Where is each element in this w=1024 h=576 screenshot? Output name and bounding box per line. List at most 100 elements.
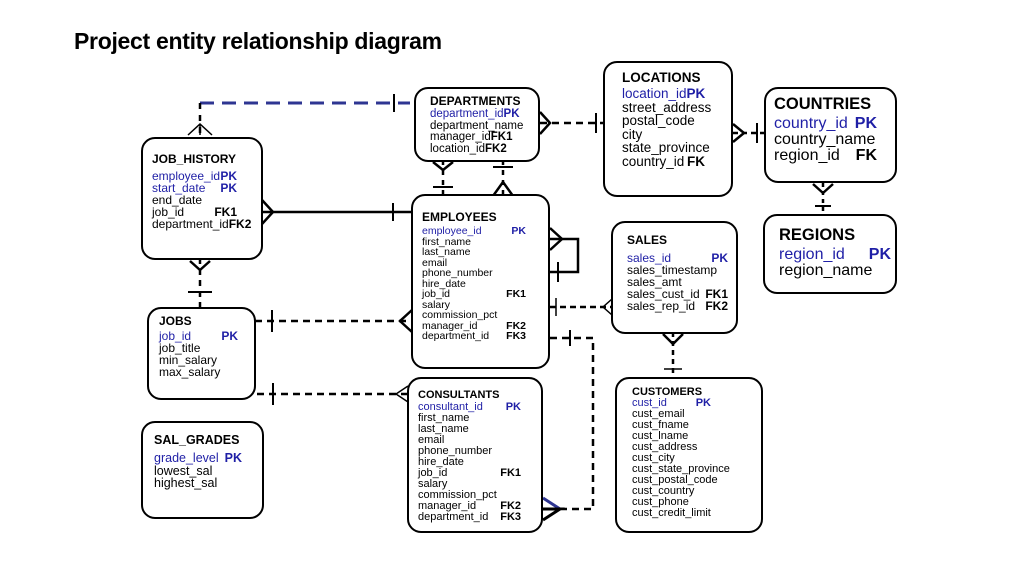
entity-field: department_name [430,119,538,133]
entity-field: salary [422,298,548,311]
entity-field: salary [418,479,541,490]
entity-field: last_name [418,424,541,435]
crowfoot-employees-left [398,309,413,333]
crowfoot-jobhistory-bottom [189,260,211,272]
crowfoot-sales-left [601,298,613,316]
field-name: commission_pct [422,309,498,321]
field-name: cust_phone [632,496,689,508]
field-name: salary [418,478,448,490]
entity-field: cust_state_province [632,464,761,475]
entity-field: cust_country [632,486,761,497]
field-name: sales_timestamp [627,263,718,277]
field-name: department_id [422,330,490,342]
entity-name: SAL_GRADES [154,433,240,447]
field-name: highest_sal [154,476,218,490]
field-key-badge: FK2 [500,500,521,512]
field-name: employee_id [422,225,482,237]
entity-field: end_date [152,194,261,206]
field-name: grade_level [154,451,219,465]
entity-field: email [418,435,541,446]
field-name: cust_city [632,452,675,464]
entity-field: cust_phone [632,497,761,508]
crowfoot-employees-self [549,227,564,251]
field-name: cust_address [632,441,698,453]
field-name: max_salary [159,365,221,379]
entity-field: commission_pct [422,310,548,321]
field-key-badge: FK2 [228,217,252,231]
field-name: email [422,256,448,269]
field-name: street_address [622,99,712,115]
entity-field: min_salary [159,354,254,366]
field-name: first_name [418,412,470,424]
entity-name: EMPLOYEES [422,210,497,224]
entity-name: CONSULTANTS [418,389,500,401]
field-name: hire_date [418,456,464,468]
field-name: country_id [774,115,848,132]
field-name: commission_pct [418,489,497,501]
field-name: cust_fname [632,419,689,431]
field-name: region_name [779,262,873,279]
crowfoot-locations-right [732,123,746,143]
crowfoot-sales-bottom [662,333,684,346]
entity-field: hire_date [418,457,541,468]
field-key-badge: FK2 [506,319,526,332]
field-key-badge: PK [221,329,238,343]
entity-field: cust_city [632,453,761,464]
field-key-badge: FK [687,153,705,169]
field-key-badge: FK1 [214,205,237,219]
entity-name: JOB_HISTORY [152,152,237,166]
entity-field: city [622,126,731,142]
field-name: phone_number [418,445,493,457]
field-name: city [622,126,643,142]
field-name: sales_id [627,251,672,265]
crowfoot-consultants-black [542,507,566,522]
crowfoot-jobhistory-top [187,122,213,136]
crowfoot-consultants-blue [542,496,561,511]
entity-field: country_id PK [774,116,895,132]
entity-name: REGIONS [779,226,856,244]
field-key-badge: FK [855,147,877,164]
field-name: job_id [422,288,451,300]
field-name: manager_id [422,319,478,332]
crowfoot-departments-bottom [432,161,454,172]
field-name: department_name [430,119,524,132]
entity-field: max_salary [159,366,254,378]
field-key-badge: PK [224,451,242,465]
field-name: cust_postal_code [632,474,718,486]
field-key-badge: FK1 [705,287,728,301]
field-name: sales_amt [627,275,682,289]
entity-field: job_title [159,342,254,354]
field-key-badge: PK [854,115,877,132]
entity-name: COUNTRIES [774,95,872,113]
field-key-badge: PK [686,86,706,101]
field-name: region_id [774,147,840,164]
entity-field: cust_fname [632,420,761,431]
field-key-badge: FK2 [484,142,507,155]
field-name: email [418,434,445,446]
field-name: first_name [422,235,472,248]
field-name: salary [422,298,451,311]
